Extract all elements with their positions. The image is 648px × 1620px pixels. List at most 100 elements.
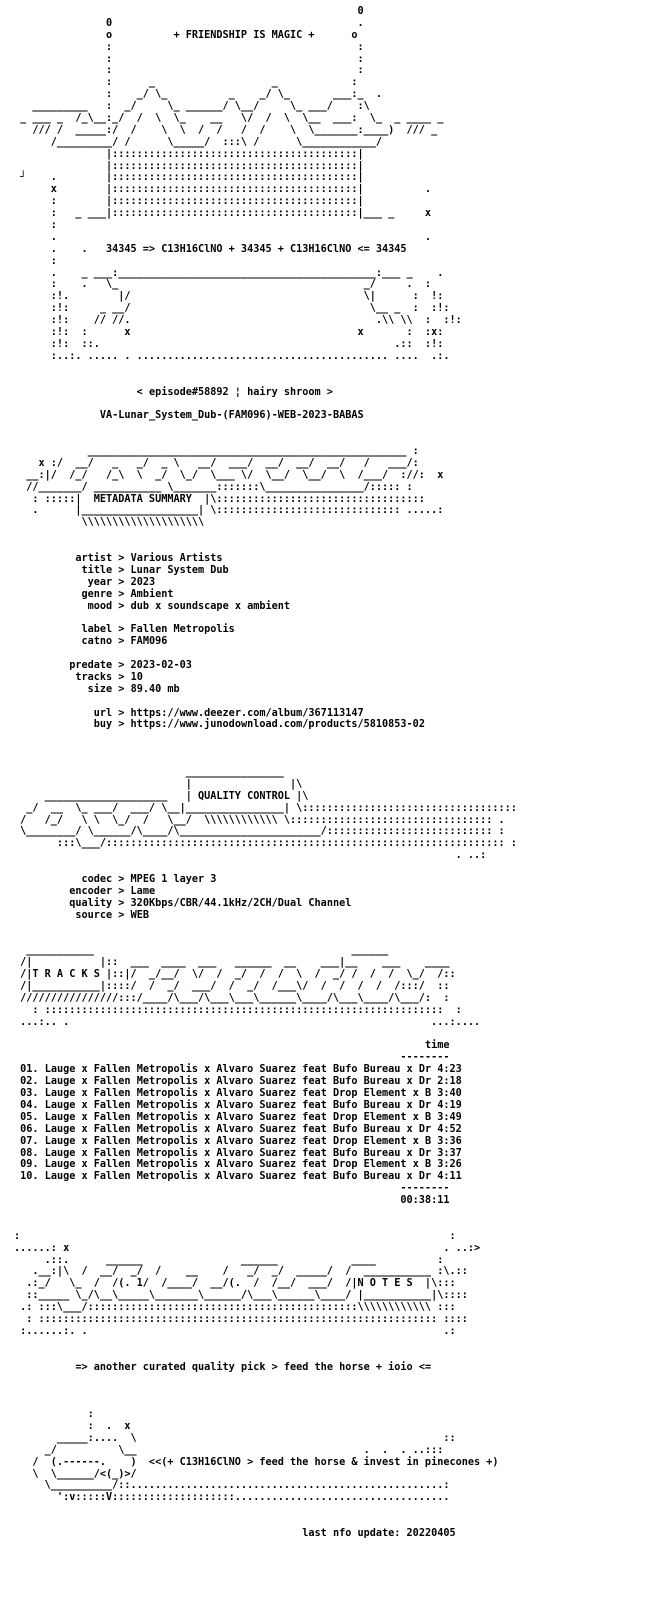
header-art-row: |:::::::::::::::::::::::::::::::::::::::…	[14, 148, 364, 160]
metadata-row-key: year	[87, 576, 113, 588]
header-art-line: : |:::::::::::::::::::::::::::::::::::::…	[14, 196, 517, 208]
quality-row-value: WEB	[130, 909, 149, 921]
notes-banner-line: ::_____ \_/\__\_____\_______\______/\___…	[14, 1290, 517, 1302]
notes-banner-row: : ::::::::::::::::::::::::::::::::::::::…	[14, 1313, 468, 1325]
header-art-row: . .	[14, 231, 432, 243]
header-art-row: : :	[14, 65, 364, 77]
header-art-line: _________ : _/ \_ ______/ \__/ \_ ___/ :…	[14, 101, 517, 113]
header-art-line: |:::::::::::::::::::::::::::::::::::::::…	[14, 149, 517, 161]
notes-banner-line: .: :::\___/:::::::::::::::::::::::::::::…	[14, 1302, 517, 1314]
header-art-line: :..:. ..... . ..........................…	[14, 351, 517, 363]
header-art-line: : _/ \_ _ _/ \_ ___:_ .	[14, 89, 517, 101]
header-art-row: 0	[14, 6, 364, 17]
quality-banner-line: ____________________ | QUALITY CONTROL |…	[14, 791, 517, 803]
header-art-line: . . 34345 => C13H16ClNO + 34345 + C13H16…	[14, 244, 517, 256]
metadata-row-key: label	[81, 624, 113, 636]
header-art-line: : :	[14, 65, 517, 77]
header-art-line: :	[14, 220, 517, 232]
footer-art-row: ':v:::::V::::::::::::::::::::...........…	[14, 1492, 450, 1504]
notes-banner-line: .::. ______ ______ ____ :	[14, 1255, 517, 1267]
header-art-row: :!: _ __/ \__ _ : :!:	[14, 303, 450, 315]
metadata-banner-row: //_______/ ___________ \_______:::::::\_…	[14, 481, 413, 493]
metadata-row	[14, 612, 517, 624]
header-art-row: : . \_ _/ . :	[14, 279, 432, 291]
metadata-row	[14, 696, 517, 708]
metadata-banner-row: . |___________________| \:::::::::::::::…	[14, 505, 444, 517]
release-line: VA-Lunar_System_Dub-(FAM096)-WEB-2023-BA…	[14, 410, 517, 422]
quality-row-value: MPEG 1 layer 3	[130, 874, 217, 886]
track-time: 3:26	[437, 1159, 462, 1171]
header-art-line: /// / _____:/ / \ \ / / / / \ \_______:_…	[14, 125, 517, 137]
quality-banner-row: \________/ \______/\____/\______________…	[14, 826, 505, 838]
track-row: 03. Lauge x Fallen Metropolis x Alvaro S…	[14, 1088, 517, 1100]
notes-banner-row: .::. ______ ______ ____ :	[14, 1254, 444, 1266]
track-number: 01.	[20, 1064, 39, 1076]
header-art-row: :	[14, 220, 57, 232]
metadata-row-value: 2023	[130, 576, 156, 588]
episode-text: < episode#58892 ¦ hairy shroom >	[136, 386, 333, 398]
quality-row-key: codec	[81, 874, 113, 886]
track-row: 05. Lauge x Fallen Metropolis x Alvaro S…	[14, 1112, 517, 1124]
header-art-line: _ ___ _ /_\__:_/ / \ \_ __ \/ / \ \__ __…	[14, 113, 517, 125]
quality-banner-line: | |\	[14, 779, 517, 791]
metadata-banner-row: \\\\\\\\\\\\\\\\\\\\	[14, 517, 205, 529]
header-art-line: :	[14, 256, 517, 268]
track-list: 01. Lauge x Fallen Metropolis x Alvaro S…	[14, 1064, 517, 1183]
track-time: 4:52	[437, 1123, 462, 1135]
notes-banner-row: : :	[14, 1230, 456, 1242]
track-time: 3:37	[437, 1147, 462, 1159]
header-art-row: o + FRIENDSHIP IS MAGIC + o	[14, 29, 358, 41]
header-art-line: x |:::::::::::::::::::::::::::::::::::::…	[14, 184, 517, 196]
track-title: Lauge x Fallen Metropolis x Alvaro Suare…	[44, 1147, 432, 1159]
metadata-banner-row: : :::::| METADATA SUMMARY |\::::::::::::…	[14, 493, 425, 505]
track-row: 06. Lauge x Fallen Metropolis x Alvaro S…	[14, 1124, 517, 1136]
header-art-row: _ ___ _ /_\__:_/ / \ \_ __ \/ / \ \__ __…	[14, 113, 444, 125]
metadata-row: title > Lunar System Dub	[81, 564, 229, 576]
footer-art-line: \__________/::..........................…	[14, 1480, 517, 1492]
header-art-line: /_________/ / \_____/ :::\ / \__________…	[14, 137, 517, 149]
track-title: Lauge x Fallen Metropolis x Alvaro Suare…	[44, 1123, 432, 1135]
header-art-row: : _ _ :	[14, 77, 358, 89]
header-art-row: : _ ___|::::::::::::::::::::::::::::::::…	[14, 208, 432, 220]
header-art-line: |:::::::::::::::::::::::::::::::::::::::…	[14, 161, 517, 173]
track-title: Lauge x Fallen Metropolis x Alvaro Suare…	[44, 1159, 432, 1171]
metadata-row-value: dub x soundscape x ambient	[130, 600, 291, 612]
footer-art-row: _/ \__ . . . ..:::	[14, 1444, 444, 1456]
tracks-banner-line: : ::::::::::::::::::::::::::::::::::::::…	[14, 1005, 517, 1017]
notes-banner-line: ......: x . ..:>	[14, 1243, 517, 1255]
metadata-row-value: Fallen Metropolis	[130, 624, 235, 636]
metadata-banner-line: ________________________________________…	[14, 446, 517, 458]
quality-row: source > WEB	[75, 909, 149, 921]
quality-row-value: 320Kbps/CBR/44.1kHz/2CH/Dual Channel	[130, 897, 352, 909]
metadata-banner-line: : :::::| METADATA SUMMARY |\::::::::::::…	[14, 494, 517, 506]
tracks-banner-row: /|___________|::::/ / _/ ___/ / _/ /___\…	[14, 981, 450, 993]
header-art-line: o + FRIENDSHIP IS MAGIC + o	[14, 30, 517, 42]
quality-control-banner: ________________ | |\ __________________…	[14, 767, 517, 862]
header-art-row: x |:::::::::::::::::::::::::::::::::::::…	[14, 184, 432, 196]
metadata-row: predate > 2023-02-03	[69, 659, 192, 671]
header-art-line: 0	[14, 6, 517, 18]
metadata-row: mood > dub x soundscape x ambient	[87, 600, 291, 612]
header-art-line: :!: : x x : :x:	[14, 327, 517, 339]
notes-banner: : :......: x . ..:> .::. ______ ______	[14, 1231, 517, 1338]
footer-art-row: \ \______/<(_)>/	[14, 1468, 137, 1480]
metadata-row: artist > Various Artists	[75, 552, 223, 564]
quality-banner-line: _/ __ \_ ___/ ___/ \__|________________|…	[14, 803, 517, 815]
metadata-row: size > 89.40 mb	[87, 683, 180, 695]
quality-banner-row: / /_/ \ \ \_/ / \__/ \\\\\\\\\\\\ \:::::…	[14, 814, 505, 826]
tracks-rule: --------	[400, 1183, 450, 1195]
metadata-row-key: title	[81, 564, 113, 576]
quality-banner-row: ________________	[14, 767, 284, 778]
tracks-banner-row: ////////////////:::/____/\___/\___\___\_…	[14, 992, 450, 1004]
footer-art-line: _/ \__ . . . ..:::	[14, 1445, 517, 1457]
track-number: 04.	[20, 1099, 39, 1111]
header-art-row: :..:. ..... . ..........................…	[14, 350, 450, 362]
metadata-row-key: genre	[81, 588, 113, 600]
quality-banner-line: / /_/ \ \ \_/ / \__/ \\\\\\\\\\\\ \:::::…	[14, 815, 517, 827]
track-title: Lauge x Fallen Metropolis x Alvaro Suare…	[44, 1099, 432, 1111]
track-row: 01. Lauge x Fallen Metropolis x Alvaro S…	[14, 1064, 517, 1076]
quality-banner-row: | |\	[14, 778, 303, 790]
header-art-line: : . \_ _/ . :	[14, 279, 517, 291]
tracks-banner: ___________ ______ /| |:: ___ ____ ___ _…	[14, 945, 517, 1028]
track-title: Lauge x Fallen Metropolis x Alvaro Suare…	[44, 1171, 432, 1183]
